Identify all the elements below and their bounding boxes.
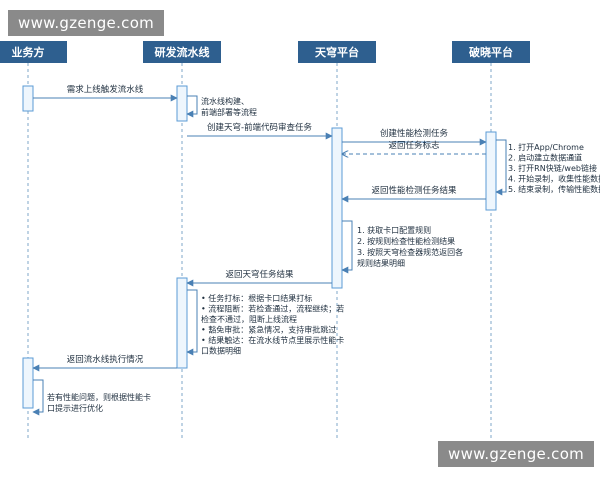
message-label-0: 需求上线触发流水线 (67, 84, 144, 95)
note-line-3-0: • 任务打标：根据卡口结果打标 (201, 293, 312, 303)
message-label-3: 返回任务标志 (388, 140, 440, 151)
note-line-3-1: • 流程阻断：若检查通过，流程继续；若 (201, 304, 344, 314)
message-label-5: 返回天穹任务结果 (225, 269, 294, 280)
note-line-1-3: 4. 开始录制，收集性能数据 (508, 174, 600, 184)
note-line-2-2: 3. 按照天穹检查器规范返回各 (357, 247, 463, 257)
activation-bar-4 (176, 277, 188, 369)
note-line-0-1: 前端部署等流程 (201, 107, 257, 117)
note-line-2-3: 规则结果明细 (357, 258, 405, 268)
activation-bar-0 (22, 85, 34, 112)
message-label-2: 创建性能检测任务 (380, 128, 449, 139)
self-call-bracket-1 (495, 139, 507, 196)
participant-label-2: 天穹平台 (315, 45, 359, 59)
note-line-1-1: 2. 启动建立数据通道 (508, 153, 582, 163)
participant-header-2 (298, 41, 376, 63)
self-call-bracket-0 (186, 95, 198, 118)
participant-label-0: 业务方 (12, 45, 45, 59)
activation-bar-1 (176, 85, 188, 122)
note-line-1-2: 3. 打开RN快链/web链接 (508, 163, 597, 173)
participant-label-1: 研发流水线 (155, 45, 210, 59)
participant-label-3: 破晓平台 (469, 45, 513, 59)
participant-header-1 (143, 41, 221, 63)
note-line-3-4: • 结果触达：在流水线节点里展示性能卡 (201, 335, 344, 345)
note-line-3-2: 检查不通过，阻断上线流程 (201, 314, 297, 324)
self-call-bracket-4 (32, 379, 44, 416)
note-line-0-0: 流水线构建、 (201, 96, 249, 106)
note-line-3-3: • 豁免审批：紧急情况，支持审批跳过 (201, 325, 336, 335)
note-line-1-4: 5. 结束录制，传输性能数据 (508, 184, 600, 194)
activation-bar-2 (331, 127, 343, 289)
activation-bar-5 (22, 357, 34, 409)
participant-header-0 (0, 41, 67, 63)
self-call-bracket-2 (341, 220, 353, 274)
message-label-4: 返回性能检测任务结果 (371, 185, 457, 196)
note-line-3-5: 口数据明细 (201, 346, 241, 356)
note-line-2-0: 1. 获取卡口配置规则 (357, 225, 431, 235)
watermark-top: www.gzenge.com (8, 10, 165, 36)
message-label-6: 返回流水线执行情况 (67, 354, 144, 365)
message-label-1: 创建天穹-前端代码审查任务 (207, 122, 313, 133)
activation-bar-3 (485, 131, 497, 211)
note-line-4-0: 若有性能问题，则根据性能卡 (47, 392, 151, 402)
note-line-2-1: 2. 按规则检查性能检测结果 (357, 236, 455, 246)
participant-header-3 (452, 41, 530, 63)
note-line-4-1: 口提示进行优化 (47, 403, 103, 413)
note-line-1-0: 1. 打开App/Chrome (508, 142, 584, 152)
watermark-bottom: www.gzenge.com (438, 441, 595, 467)
self-call-bracket-3 (186, 289, 198, 356)
